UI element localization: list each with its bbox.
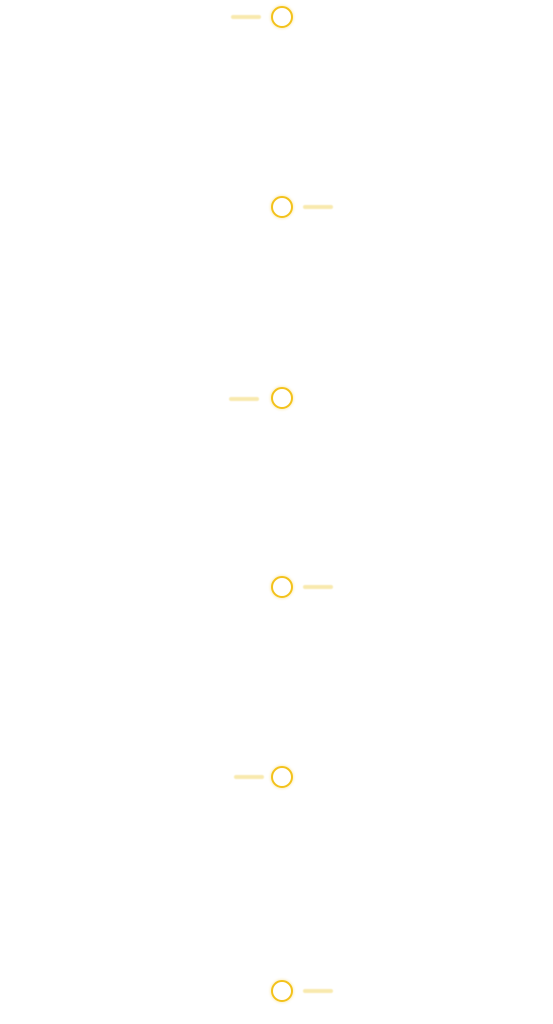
timeline-node-2[interactable] [271, 196, 293, 218]
timeline-connector-5 [234, 775, 264, 779]
timeline-connector-6 [303, 989, 333, 993]
timeline-node-5[interactable] [271, 766, 293, 788]
timeline-connector-2 [303, 205, 333, 209]
timeline-node-3[interactable] [271, 387, 293, 409]
timeline-connector-3 [229, 397, 259, 401]
timeline-node-1[interactable] [271, 6, 293, 28]
timeline-node-6[interactable] [271, 980, 293, 1002]
timeline-node-4[interactable] [271, 576, 293, 598]
timeline-connector-1 [231, 15, 261, 19]
timeline-connector-4 [303, 585, 333, 589]
